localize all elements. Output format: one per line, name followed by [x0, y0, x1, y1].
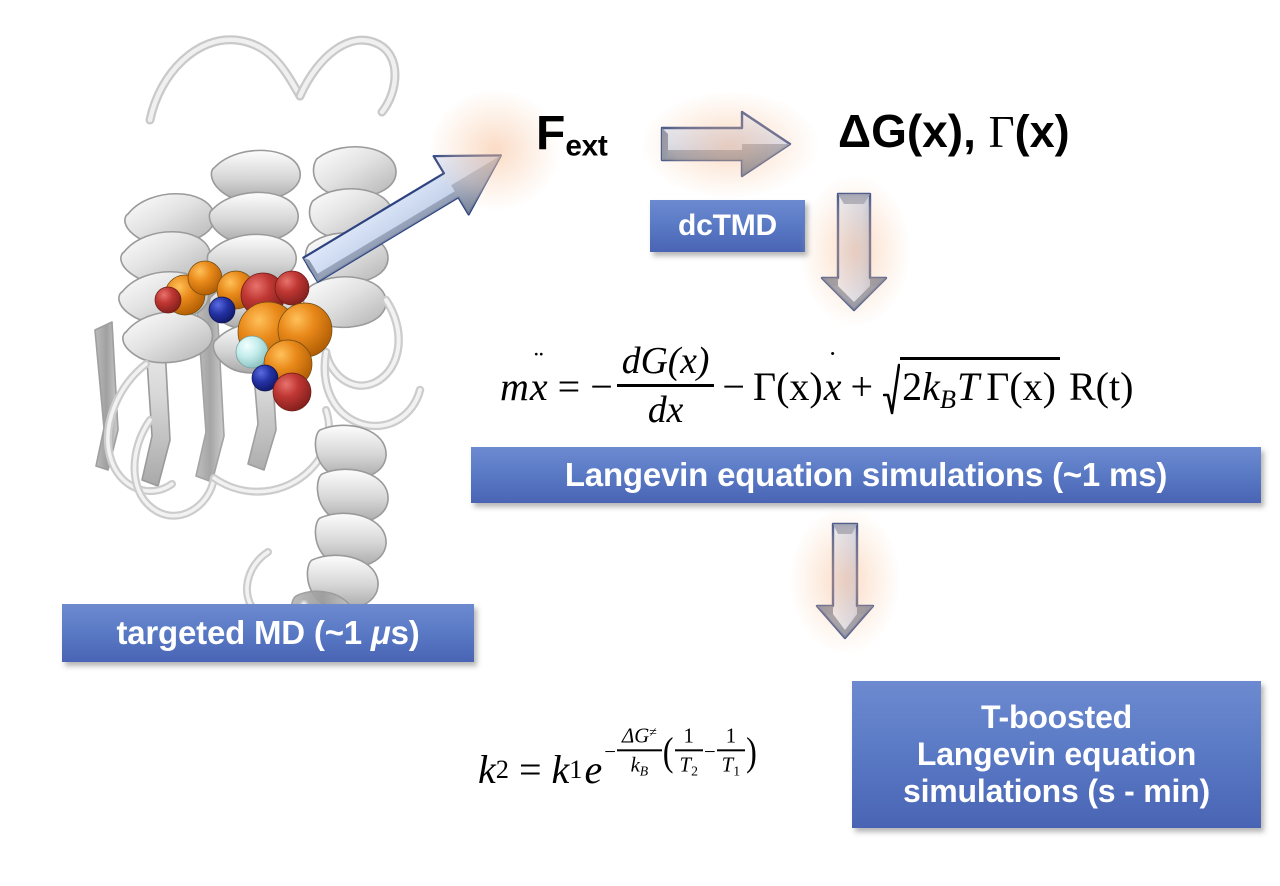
- fext-to-observables-arrow: [642, 92, 818, 198]
- gamma-term: Γ(x): [988, 106, 1070, 157]
- protein-structure-image: [94, 35, 425, 640]
- tboosted-line-1: T-boosted: [980, 698, 1133, 735]
- dctmd-badge[interactable]: dcTMD: [650, 200, 805, 252]
- external-force-label: Fext: [536, 107, 608, 163]
- targeted-md-label: targeted MD (~1 μs): [116, 613, 420, 651]
- ligand-spheres: [154, 260, 333, 412]
- pulling-force-arrow: [280, 90, 560, 320]
- langevin-simulations-box[interactable]: Langevin equation simulations (~1 ms): [471, 447, 1261, 503]
- observables-to-langevin-arrow: [800, 176, 910, 326]
- tboosted-line-2: Langevin equation: [916, 735, 1197, 772]
- observables-label: ΔG(x), Γ(x): [838, 104, 1070, 158]
- dctmd-label: dcTMD: [678, 208, 777, 242]
- delta-g-term: ΔG(x),: [838, 105, 976, 157]
- targeted-md-box[interactable]: targeted MD (~1 μs): [62, 604, 474, 662]
- tboosted-box[interactable]: T-boosted Langevin equation simulations …: [852, 681, 1261, 828]
- tboosted-line-3: simulations (s - min): [903, 773, 1210, 810]
- langevin-to-tboosted-arrow: [790, 508, 900, 653]
- langevin-box-label: Langevin equation simulations (~1 ms): [564, 455, 1168, 493]
